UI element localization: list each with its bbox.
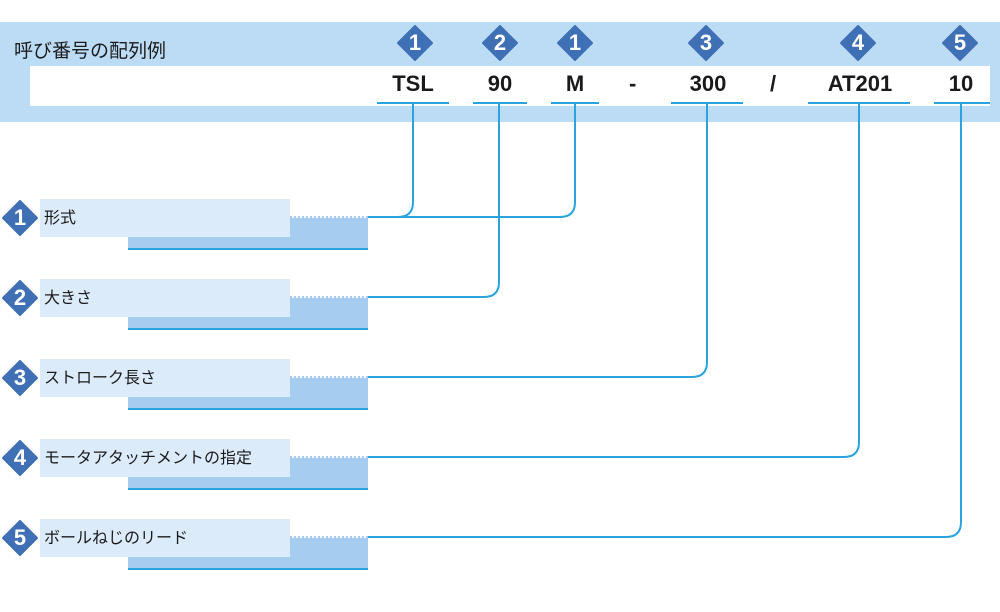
item-badge-4: 4 bbox=[2, 440, 38, 476]
item-badge-number: 1 bbox=[13, 205, 27, 230]
connector-lead bbox=[368, 104, 962, 538]
segment-badge-number: 2 bbox=[493, 30, 507, 55]
connector-stroke bbox=[368, 104, 708, 378]
item-box-stroke bbox=[40, 359, 290, 397]
segment-badge-number: 3 bbox=[699, 30, 713, 55]
item-box-motor bbox=[40, 439, 290, 477]
diagram-title: 呼び番号の配列例 bbox=[14, 40, 167, 62]
code-segment-size: 90 bbox=[487, 71, 513, 96]
connector-type bbox=[368, 104, 414, 218]
item-box-type bbox=[40, 199, 290, 237]
item-badge-3: 3 bbox=[2, 360, 38, 396]
item-label-size: 大きさ bbox=[44, 288, 93, 307]
segment-underline bbox=[671, 102, 743, 104]
dotted-leader bbox=[292, 536, 366, 538]
segment-badge-1: 1 bbox=[397, 25, 433, 61]
segment-underline bbox=[377, 102, 449, 104]
segment-underline bbox=[551, 102, 599, 104]
segment-badge-4: 3 bbox=[688, 25, 724, 61]
segment-underline bbox=[808, 102, 910, 104]
item-badge-number: 2 bbox=[13, 285, 27, 310]
segment-badge-3: 1 bbox=[557, 25, 593, 61]
item-badge-number: 3 bbox=[13, 365, 27, 390]
separator-slash: / bbox=[770, 71, 777, 96]
segment-badge-number: 1 bbox=[408, 30, 422, 55]
segment-badge-6: 5 bbox=[942, 25, 978, 61]
segment-underline bbox=[473, 102, 527, 104]
item-box-lead bbox=[40, 519, 290, 557]
code-row-panel bbox=[30, 66, 990, 106]
dotted-leader bbox=[292, 296, 366, 298]
dotted-leader bbox=[292, 376, 366, 378]
code-segment-lead: 10 bbox=[948, 71, 974, 96]
dotted-leader bbox=[292, 216, 366, 218]
item-badge-2: 2 bbox=[2, 280, 38, 316]
item-label-motor: モータアタッチメントの指定 bbox=[44, 448, 253, 467]
connector-type-m bbox=[398, 104, 576, 218]
code-segment-type: TSL bbox=[392, 71, 434, 96]
segment-badge-2: 2 bbox=[482, 25, 518, 61]
item-badge-number: 5 bbox=[13, 525, 27, 550]
code-segment-type-m: M bbox=[565, 71, 585, 96]
item-badge-number: 4 bbox=[13, 445, 27, 470]
item-badge-1: 1 bbox=[2, 200, 38, 236]
dotted-leader bbox=[292, 456, 366, 458]
item-label-lead: ボールねじのリード bbox=[44, 528, 189, 547]
item-label-stroke: ストローク長さ bbox=[44, 368, 157, 387]
connector-motor bbox=[368, 104, 860, 458]
code-segment-motor: AT201 bbox=[827, 71, 893, 96]
segment-badge-number: 5 bbox=[953, 30, 967, 55]
item-box-size bbox=[40, 279, 290, 317]
segment-underline bbox=[934, 102, 990, 104]
segment-badge-number: 1 bbox=[568, 30, 582, 55]
code-segment-stroke: 300 bbox=[689, 71, 727, 96]
segment-badge-number: 4 bbox=[851, 30, 865, 55]
connector-size bbox=[368, 104, 500, 298]
segment-badge-5: 4 bbox=[840, 25, 876, 61]
separator-dash: - bbox=[629, 71, 637, 96]
item-label-type: 形式 bbox=[44, 208, 77, 227]
item-badge-5: 5 bbox=[2, 520, 38, 556]
